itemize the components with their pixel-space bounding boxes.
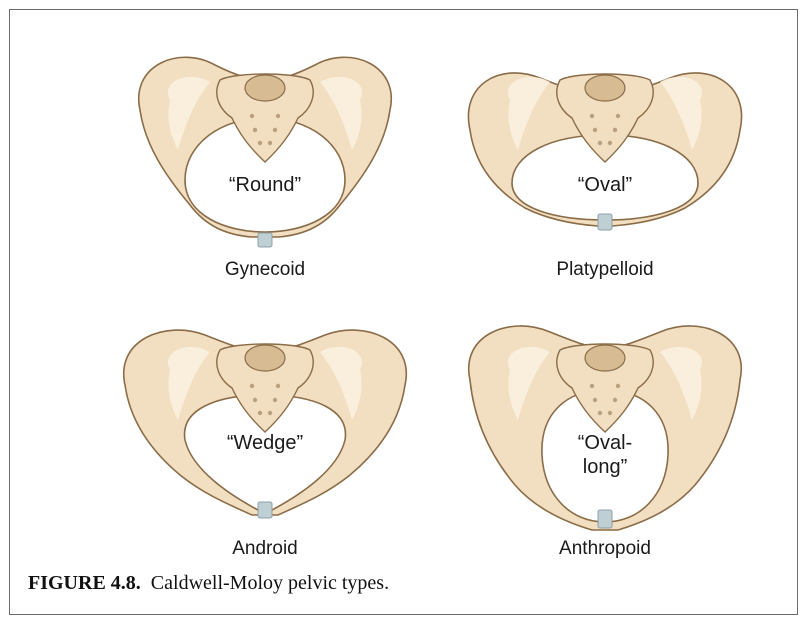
sacral-foramen: [593, 128, 597, 132]
sacral-foramen: [276, 384, 280, 388]
pelvis-type-name: Gynecoid: [100, 259, 430, 281]
sacral-foramen: [590, 384, 594, 388]
sacral-foramen: [276, 114, 280, 118]
pelvis-panel-platypelloid: “Oval” Platypelloid: [440, 40, 770, 330]
sacral-foramen: [616, 114, 620, 118]
pubic-symphysis: [258, 233, 272, 247]
sacral-foramen: [253, 398, 257, 402]
pelvis-type-name: Android: [100, 538, 430, 560]
pelvis-type-name: Anthropoid: [440, 538, 770, 560]
sacral-foramen: [593, 398, 597, 402]
pelvis-illustration-platypelloid: [440, 40, 770, 290]
sacral-foramen: [268, 411, 272, 415]
sacral-foramen: [273, 128, 277, 132]
sacral-promontory: [585, 345, 625, 371]
sacral-foramen: [253, 128, 257, 132]
inlet-shape-label: “Round”: [215, 173, 315, 197]
sacral-foramen: [250, 384, 254, 388]
figure-number: FIGURE 4.8.: [28, 572, 141, 594]
sacral-foramen: [616, 384, 620, 388]
sacral-foramen: [613, 398, 617, 402]
sacral-foramen: [590, 114, 594, 118]
sacral-foramen: [598, 411, 602, 415]
sacral-foramen: [250, 114, 254, 118]
caption-text: Caldwell-Moloy pelvic types.: [151, 572, 389, 594]
figure-caption: FIGURE 4.8. Caldwell-Moloy pelvic types.: [28, 572, 389, 595]
sacral-foramen: [598, 141, 602, 145]
sacral-foramen: [608, 141, 612, 145]
sacral-foramen: [258, 141, 262, 145]
pelvis-panel-anthropoid: “Oval- long” Anthropoid: [440, 310, 770, 600]
pubic-symphysis: [258, 502, 272, 518]
sacral-promontory: [245, 75, 285, 101]
pelvis-type-name: Platypelloid: [440, 259, 770, 281]
pelvis-illustration-gynecoid: [100, 40, 430, 290]
pelvis-panel-android: “Wedge” Android: [100, 310, 430, 600]
sacral-foramen: [258, 411, 262, 415]
inlet-shape-label: “Wedge”: [215, 431, 315, 455]
pelvis-panel-gynecoid: “Round” Gynecoid: [100, 40, 430, 330]
sacral-foramen: [608, 411, 612, 415]
sacral-foramen: [273, 398, 277, 402]
pubic-symphysis: [598, 510, 612, 528]
sacral-foramen: [268, 141, 272, 145]
inlet-shape-label: “Oval”: [555, 173, 655, 197]
sacral-foramen: [613, 128, 617, 132]
pubic-symphysis: [598, 214, 612, 230]
inlet-shape-label: “Oval- long”: [555, 431, 655, 479]
sacral-promontory: [585, 75, 625, 101]
sacral-promontory: [245, 345, 285, 371]
